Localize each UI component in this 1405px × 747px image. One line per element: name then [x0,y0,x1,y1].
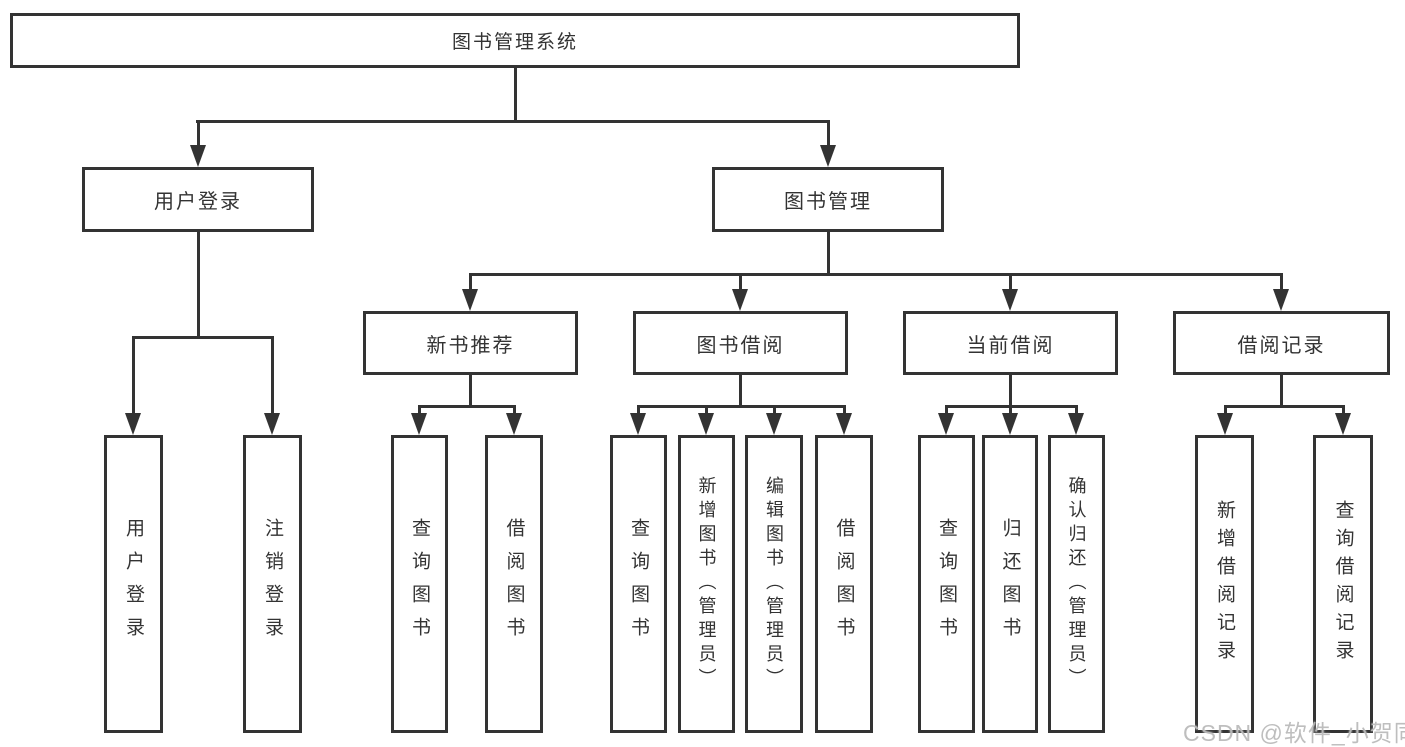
leaf-edit-book-admin: 编辑图书（管理员） [745,435,803,733]
node-new-book-recommend: 新书推荐 [363,311,578,375]
arrow-down-icon [938,413,954,435]
connector-root-stem [514,68,517,123]
leaf-logout: 注销登录 [243,435,302,733]
connector-current-stem [1009,375,1012,408]
leaf-user-login: 用户登录 [104,435,163,733]
arrow-down-icon [125,413,141,435]
arrow-down-icon [506,413,522,435]
node-label: 注销登录 [262,518,283,650]
leaf-borrow-book-recommend: 借阅图书 [485,435,543,733]
arrow-down-icon [1217,413,1233,435]
watermark-text: CSDN @软件_小贺同 [1183,720,1405,746]
connector-arrow-shaft [827,120,830,150]
node-label: 查询图书 [409,518,430,650]
leaf-return-book: 归还图书 [982,435,1038,733]
connector-records-stem [1280,375,1283,408]
connector-arrow-shaft [843,405,846,417]
arrow-down-icon [630,413,646,435]
connector-recommend-rail [418,405,516,408]
arrow-down-icon [264,413,280,435]
connector-arrow-shaft [1224,405,1227,417]
arrow-down-icon [820,145,836,167]
connector-borrow-rail [637,405,846,408]
node-label: 用户登录 [123,518,144,650]
connector-arrow-shaft [1342,405,1345,417]
connector-bookmgmt-stem [827,232,830,276]
node-label: 借阅图书 [503,518,525,650]
node-book-borrow: 图书借阅 [633,311,848,375]
node-label: 借阅图书 [833,518,855,650]
connector-arrow-shaft [945,405,948,417]
node-label: 新书推荐 [426,334,515,357]
arrow-down-icon [732,289,748,311]
node-label: 查询图书 [628,518,649,650]
connector-arrow-shaft [1009,405,1012,417]
leaf-confirm-return-admin: 确认归还（管理员） [1048,435,1105,733]
connector-arrow-shaft [469,273,472,295]
leaf-add-borrow-record: 新增借阅记录 [1195,435,1254,733]
connector-recommend-stem [469,375,472,408]
arrow-down-icon [190,145,206,167]
node-borrow-records: 借阅记录 [1173,311,1390,375]
arrow-down-icon [1002,413,1018,435]
connector-userlogin-rail [132,336,274,339]
leaf-add-book-admin: 新增图书（管理员） [678,435,735,733]
connector-arrow-shaft [132,336,135,416]
connector-arrow-shaft [773,405,776,417]
leaf-query-book-borrow: 查询图书 [610,435,667,733]
node-label: 新增图书（管理员） [696,476,717,692]
connector-root-rail [196,120,830,123]
node-label: 编辑图书（管理员） [764,476,784,692]
node-label: 图书管理系统 [451,32,578,53]
connector-records-rail [1224,405,1345,408]
node-label: 图书借阅 [696,334,785,357]
node-label: 查询图书 [936,518,957,650]
node-user-login-branch: 用户登录 [82,167,314,232]
node-current-borrow: 当前借阅 [903,311,1118,375]
connector-arrow-shaft [1075,405,1078,417]
connector-arrow-shaft [1009,273,1012,295]
connector-arrow-shaft [271,336,274,416]
node-label: 查询借阅记录 [1332,500,1354,668]
leaf-query-borrow-record: 查询借阅记录 [1313,435,1373,733]
node-label: 用户登录 [154,191,242,213]
connector-arrow-shaft [197,120,200,150]
node-label: 确认归还（管理员） [1066,476,1087,692]
node-label: 归还图书 [999,518,1021,650]
arrow-down-icon [766,413,782,435]
leaf-query-book-recommend: 查询图书 [391,435,448,733]
node-label: 当前借阅 [966,334,1055,357]
connector-bookmgmt-rail [469,273,1283,276]
csdn-watermark: CSDN @软件_小贺同学 [1183,714,1405,747]
arrow-down-icon [462,289,478,311]
leaf-borrow-book: 借阅图书 [815,435,873,733]
arrow-down-icon [411,413,427,435]
node-root-library-system: 图书管理系统 [10,13,1020,68]
connector-arrow-shaft [513,405,516,417]
arrow-down-icon [1335,413,1351,435]
node-label: 新增借阅记录 [1214,500,1235,668]
arrow-down-icon [698,413,714,435]
connector-arrow-shaft [1280,273,1283,295]
node-label: 图书管理 [784,191,872,213]
node-book-management-branch: 图书管理 [712,167,944,232]
node-label: 借阅记录 [1237,334,1326,357]
arrow-down-icon [1002,289,1018,311]
connector-borrow-stem [739,375,742,408]
connector-arrow-shaft [637,405,640,417]
leaf-query-book-current: 查询图书 [918,435,975,733]
arrow-down-icon [836,413,852,435]
arrow-down-icon [1068,413,1084,435]
connector-arrow-shaft [739,273,742,295]
connector-userlogin-stem [197,232,200,339]
arrow-down-icon [1273,289,1289,311]
connector-arrow-shaft [705,405,708,417]
connector-arrow-shaft [418,405,421,417]
